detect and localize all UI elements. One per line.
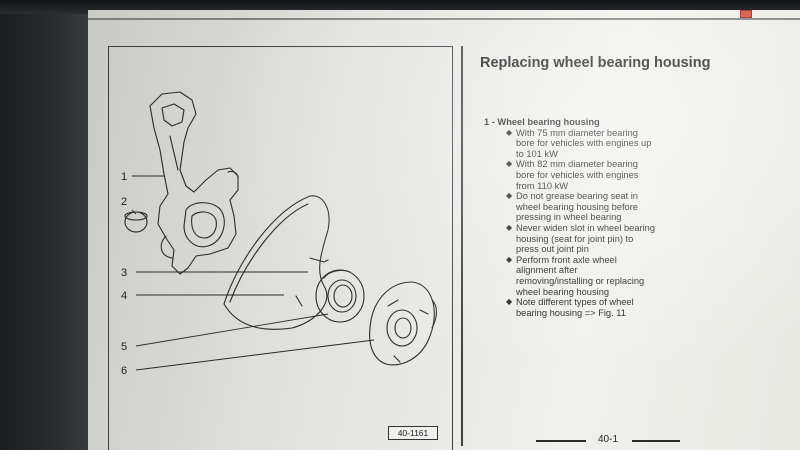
figure-frame bbox=[108, 46, 453, 450]
figure-reference-label: 40-1161 bbox=[388, 426, 438, 440]
diamond-icon: ◆ bbox=[506, 127, 513, 137]
page-footer: 40-1 bbox=[536, 434, 716, 448]
diamond-icon: ◆ bbox=[506, 191, 513, 201]
document-page: 1 2 3 4 5 6 40-1161 Replacing wheel bear… bbox=[88, 10, 800, 450]
callout-1: 1 bbox=[121, 171, 127, 183]
item-1-bullets: ◆With 75 mm diameter bearing bore for ve… bbox=[506, 128, 774, 319]
exploded-view-illustration: 1 2 3 4 5 6 bbox=[121, 91, 438, 377]
diamond-icon: ◆ bbox=[506, 222, 513, 232]
list-item: ◆Perform front axle wheel alignment afte… bbox=[506, 254, 645, 297]
column-divider bbox=[461, 46, 463, 446]
list-item: ◆Do not grease bearing seat in wheel bea… bbox=[506, 191, 638, 223]
page-top-rule bbox=[88, 18, 800, 20]
wheel-hub-shape bbox=[369, 281, 435, 366]
diamond-icon: ◆ bbox=[506, 297, 513, 307]
footer-rule-left bbox=[536, 440, 586, 442]
splash-plate-shape bbox=[223, 195, 330, 330]
page-title: Replacing wheel bearing housing bbox=[480, 55, 711, 71]
wheel-bearing-housing-shape bbox=[149, 91, 239, 275]
cap-shape bbox=[124, 211, 148, 233]
callout-4: 4 bbox=[121, 290, 127, 302]
item-1-label: 1 - Wheel bearing housing bbox=[484, 117, 600, 127]
diamond-icon: ◆ bbox=[506, 159, 513, 169]
callout-6: 6 bbox=[121, 365, 127, 377]
list-item: ◆With 75 mm diameter bearing bore for ve… bbox=[506, 127, 652, 159]
diamond-icon: ◆ bbox=[506, 254, 513, 264]
page-number: 40-1 bbox=[598, 434, 619, 445]
footer-rule-right bbox=[632, 440, 680, 442]
wheel-bearing-outer bbox=[315, 269, 365, 323]
callout-2: 2 bbox=[121, 196, 127, 208]
callout-5: 5 bbox=[121, 341, 127, 353]
list-item: ◆Note different types of wheel bearing h… bbox=[506, 297, 634, 318]
list-item: ◆With 82 mm diameter bearing bore for ve… bbox=[506, 159, 639, 191]
monitor-bezel-left bbox=[0, 0, 92, 450]
item-list: 1 - Wheel bearing housing ◆With 75 mm di… bbox=[484, 117, 774, 318]
list-item: ◆Never widen slot in wheel bearing housi… bbox=[506, 222, 656, 255]
callout-3: 3 bbox=[121, 267, 127, 279]
window-corner-marker bbox=[740, 10, 752, 18]
